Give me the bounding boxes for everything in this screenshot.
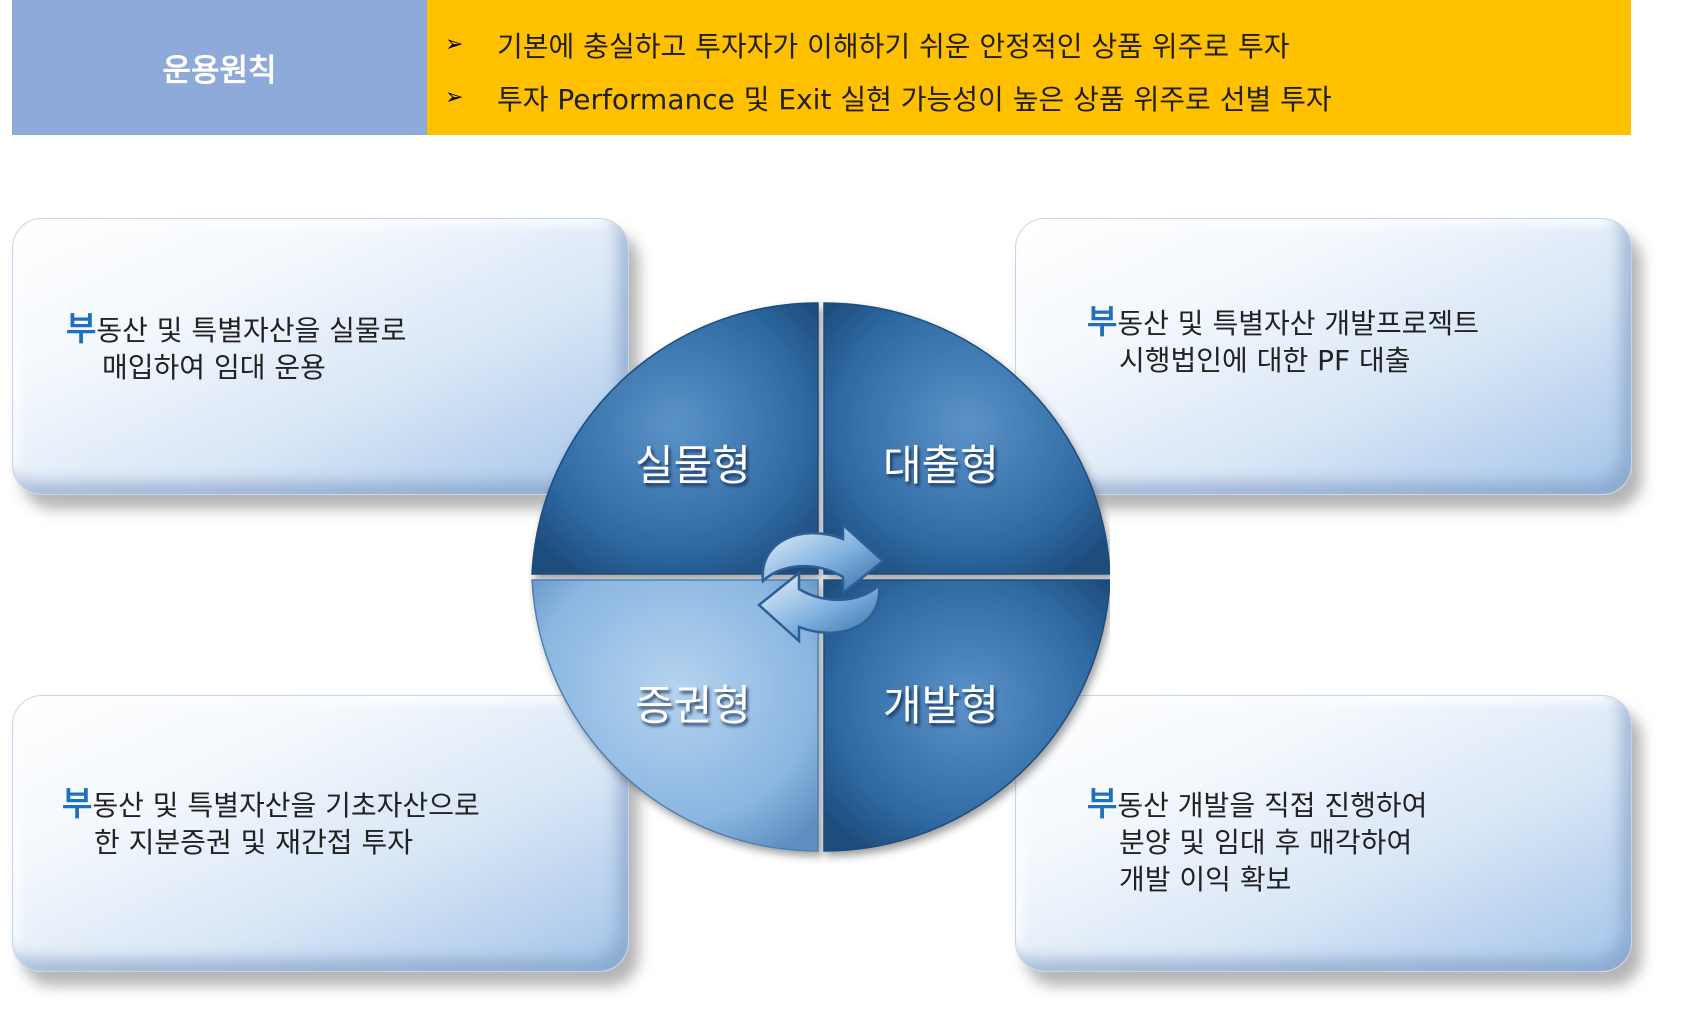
card-line: 동산 개발을 직접 진행하여	[1117, 789, 1428, 822]
card-lead-letter: 부	[1087, 784, 1118, 823]
card-line: 동산 및 특별자산을 실물로	[96, 314, 407, 347]
card-text-loan: 부동산 및 특별자산 개발프로젝트 시행법인에 대한 PF 대출	[1087, 303, 1479, 379]
card-lead-letter: 부	[1087, 302, 1118, 341]
type-circle	[531, 302, 1110, 852]
principle-box: ➢ 기본에 충실하고 투자자가 이해하기 쉬운 안정적인 상품 위주로 투자 ➢…	[427, 0, 1631, 135]
card-line: 한 지분증권 및 재간접 투자	[94, 826, 413, 859]
principle-label-text: 운용원칙	[162, 53, 277, 89]
principle-text: 기본에 충실하고 투자자가 이해하기 쉬운 안정적인 상품 위주로 투자	[497, 29, 1290, 63]
quadrant-real-asset	[531, 302, 819, 575]
principle-item: ➢ 투자 Performance 및 Exit 실현 가능성이 높은 상품 위주…	[445, 71, 1631, 124]
card-development	[1015, 695, 1632, 972]
card-lead-letter: 부	[66, 309, 97, 348]
card-text-securities: 부동산 및 특별자산을 기초자산으로 한 지분증권 및 재간접 투자	[62, 785, 480, 861]
arrowhead-icon: ➢	[445, 85, 464, 110]
card-line: 동산 및 특별자산을 기초자산으로	[92, 789, 480, 822]
card-loan	[1015, 218, 1632, 495]
card-line: 분양 및 임대 후 매각하여	[1119, 826, 1413, 859]
card-line: 시행법인에 대한 PF 대출	[1119, 344, 1411, 377]
principle-text: 투자 Performance 및 Exit 실현 가능성이 높은 상품 위주로 …	[497, 82, 1332, 116]
principle-item: ➢ 기본에 충실하고 투자자가 이해하기 쉬운 안정적인 상품 위주로 투자	[445, 18, 1631, 71]
card-securities	[12, 695, 629, 972]
quadrant-development	[823, 579, 1110, 852]
quadrant-label-loan: 대출형	[883, 441, 999, 490]
card-text-real-asset: 부동산 및 특별자산을 실물로 매입하여 임대 운용	[66, 310, 406, 386]
card-lead-letter: 부	[62, 784, 93, 823]
card-text-development: 부동산 개발을 직접 진행하여 분양 및 임대 후 매각하여 개발 이익 확보	[1087, 785, 1427, 898]
card-line: 개발 이익 확보	[1119, 863, 1292, 896]
quadrant-securities	[531, 579, 819, 852]
principle-label: 운용원칙	[12, 0, 427, 135]
quadrant-label-development: 개발형	[883, 681, 999, 730]
quadrant-label-real-asset: 실물형	[635, 441, 751, 490]
card-real-asset	[12, 218, 629, 495]
card-line: 동산 및 특별자산 개발프로젝트	[1117, 307, 1479, 340]
cycle-arrows-icon	[757, 522, 885, 644]
card-line: 매입하여 임대 운용	[102, 351, 326, 384]
quadrant-loan	[823, 302, 1110, 575]
arrowhead-icon: ➢	[445, 32, 464, 57]
quadrant-label-securities: 증권형	[635, 681, 751, 730]
